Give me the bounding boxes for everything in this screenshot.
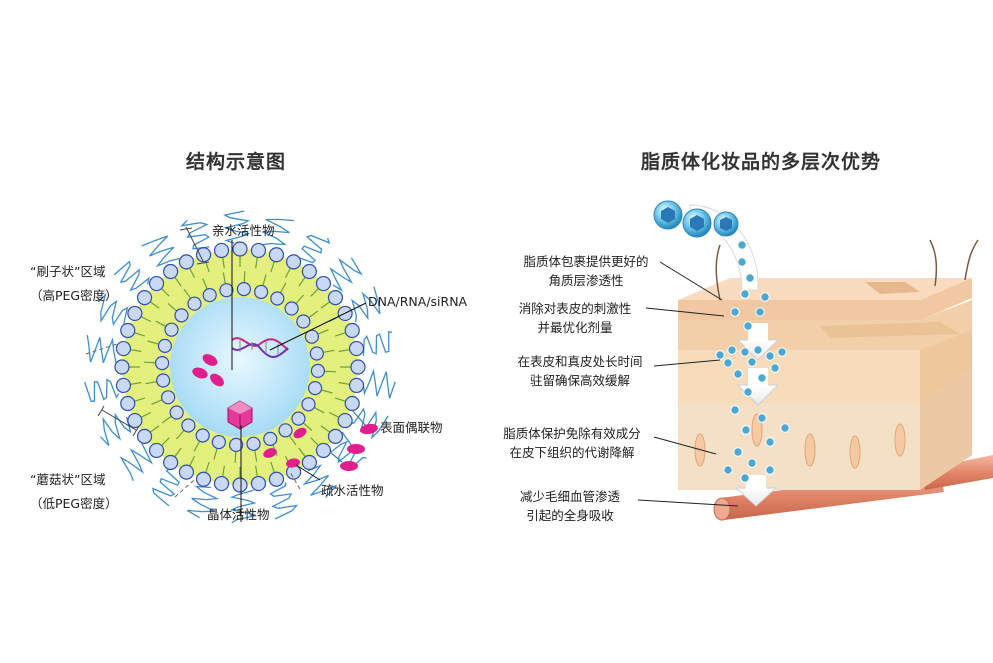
label-nucleic-acid: DNA/RNA/siRNA <box>368 294 468 309</box>
hairs <box>715 239 979 301</box>
label-mushroom-density: （低PEG密度） <box>30 496 118 511</box>
label-brush-density: （高PEG密度） <box>30 288 118 303</box>
region-pointers <box>85 342 301 498</box>
label-surface-conjugate: 表面偶联物 <box>380 420 443 435</box>
active-particles <box>715 240 790 483</box>
advantage-1: 脂质体包裹提供更好的 角质层渗透性 <box>523 254 649 288</box>
hydrophilic-drug-molecules <box>192 354 224 387</box>
advantage-5: 减少毛细血管渗透 引起的全身吸收 <box>519 489 620 523</box>
advantage-leader-lines <box>637 261 739 507</box>
advantage-3: 在表皮和真皮处长时间 驻留确保高效缓解 <box>517 354 643 388</box>
aqueous-core <box>170 297 310 437</box>
peg-chains <box>84 210 396 524</box>
label-hydrophobic-drug: 疏水活性物 <box>321 483 384 498</box>
surface-conjugates <box>329 409 378 471</box>
leader-lines <box>231 240 367 522</box>
skin-title: 脂质体化妆品的多层次优势 <box>641 151 882 173</box>
crystal-drug-icon <box>227 400 253 430</box>
dimension-markers <box>97 226 210 437</box>
lipid-heads <box>114 241 366 493</box>
label-mushroom-region: “蘑菇状”区域 <box>30 472 106 487</box>
label-crystal-drug: 晶体活性物 <box>207 507 270 522</box>
liposome-bubbles <box>653 200 739 238</box>
label-hydrophilic-drug: 亲水活性物 <box>212 223 275 238</box>
advantage-4: 脂质体保护免除有效成分 在皮下组织的代谢降解 <box>503 426 641 460</box>
skin-layers-illustration <box>637 200 993 521</box>
liposome-title: 结构示意图 <box>186 151 287 173</box>
liposome-illustration <box>84 210 396 524</box>
label-brush-region: “刷子状”区域 <box>30 264 106 279</box>
penetration-arrow <box>689 204 780 507</box>
advantage-2: 消除对表皮的刺激性 并最优化剂量 <box>518 301 632 335</box>
